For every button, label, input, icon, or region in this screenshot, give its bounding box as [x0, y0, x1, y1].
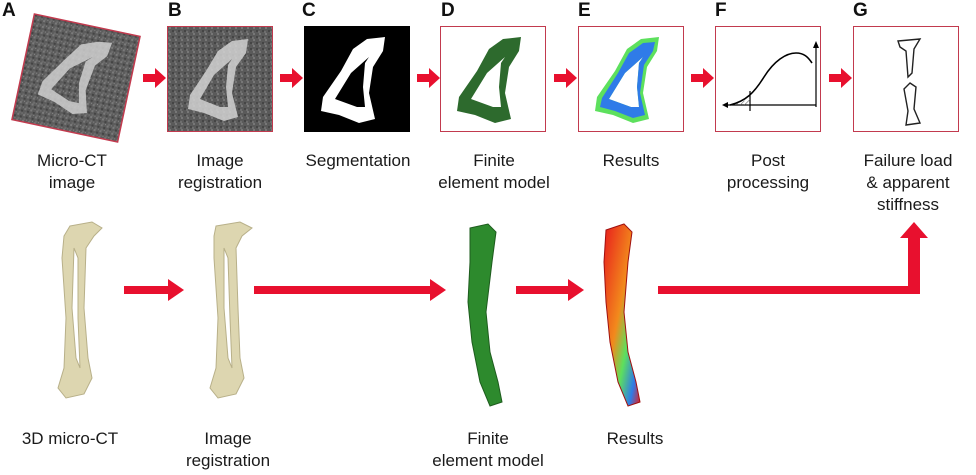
caption-bottom-2-line-1: Image — [204, 429, 252, 448]
load-displacement-sketch — [722, 41, 819, 111]
caption-f: Post processing — [712, 150, 824, 194]
failure-panel — [853, 26, 959, 132]
caption-bottom-3-line-2: element model — [432, 451, 544, 470]
caption-bottom-1-line-1: 3D micro-CT — [21, 429, 119, 448]
caption-e-line-1: Results — [602, 151, 660, 170]
label-a: A — [2, 0, 16, 21]
arrow-f-g — [829, 68, 852, 88]
arrow-bottom-1 — [124, 279, 184, 301]
label-g: G — [853, 0, 868, 21]
caption-bottom-2-line-2: registration — [185, 451, 271, 470]
results-panel — [578, 26, 684, 132]
registered-slice-panel — [167, 26, 273, 132]
bone-results-model — [603, 223, 641, 407]
caption-bottom-1: 3D micro-CT — [10, 428, 130, 450]
results-section — [595, 37, 659, 123]
caption-b: Image registration — [160, 150, 280, 194]
caption-bottom-3: Finite element model — [426, 428, 550, 472]
caption-c: Segmentation — [296, 150, 420, 172]
caption-e: Results — [576, 150, 686, 172]
label-e: E — [578, 0, 591, 21]
caption-d-line-1: Finite — [473, 151, 515, 170]
caption-bottom-4: Results — [580, 428, 690, 450]
post-processing-panel — [715, 26, 821, 132]
label-f: F — [715, 0, 727, 21]
arrow-bottom-3 — [516, 279, 584, 301]
arrow-bottom-4 — [658, 222, 928, 294]
fe-model-section — [457, 37, 521, 123]
caption-b-line-1: Image — [196, 151, 244, 170]
caption-f-line-1: Post — [750, 151, 786, 170]
caption-g: Failure load & apparent stiffness — [846, 150, 970, 216]
caption-g-line-2: & apparent — [866, 173, 950, 192]
arrow-a-b — [143, 68, 166, 88]
micro-ct-image — [11, 13, 141, 143]
caption-d-line-2: element model — [438, 173, 550, 192]
fe-model-panel — [440, 26, 546, 132]
bone-fe-model — [467, 223, 503, 407]
caption-bottom-3-line-1: Finite — [467, 429, 509, 448]
arrow-d-e — [554, 68, 577, 88]
caption-a-line-1: Micro-CT — [37, 151, 107, 170]
segmentation-mask — [305, 27, 409, 131]
arrow-b-c — [280, 68, 303, 88]
label-b: B — [168, 0, 182, 21]
caption-bottom-4-line-1: Results — [606, 429, 664, 448]
caption-g-line-3: stiffness — [876, 195, 940, 214]
caption-f-line-2: processing — [726, 173, 810, 192]
label-d: D — [441, 0, 455, 21]
caption-a: Micro-CT image — [14, 150, 130, 194]
arrow-c-d — [417, 68, 440, 88]
bone-3d-model — [57, 221, 103, 399]
caption-b-line-2: registration — [177, 173, 263, 192]
registered-slice — [168, 27, 272, 131]
arrow-bottom-2 — [254, 279, 446, 301]
caption-g-line-1: Failure load — [863, 151, 953, 170]
caption-bottom-2: Image registration — [168, 428, 288, 472]
segmentation-panel — [304, 26, 410, 132]
bone-registered-model — [209, 221, 253, 399]
arrow-e-f — [691, 68, 714, 88]
caption-a-line-2: image — [48, 173, 96, 192]
fractured-bone-sketch — [897, 38, 922, 126]
label-c: C — [302, 0, 316, 21]
caption-d: Finite element model — [432, 150, 556, 194]
caption-c-line-1: Segmentation — [305, 151, 411, 170]
